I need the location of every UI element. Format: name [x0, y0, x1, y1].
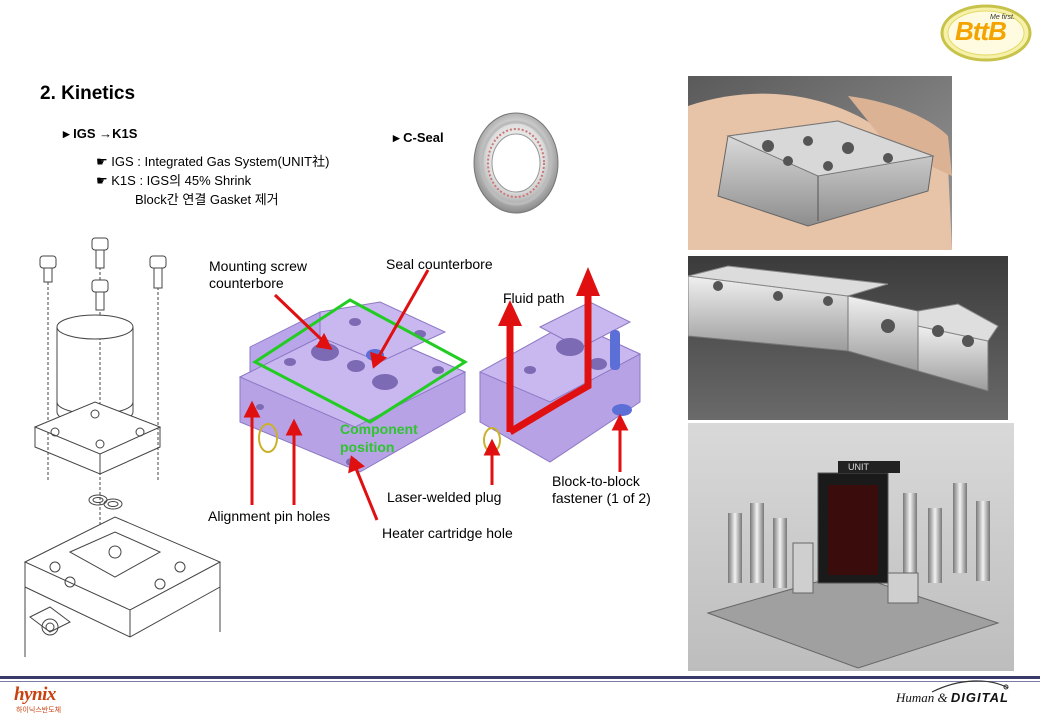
label-component-position: Component position	[340, 420, 418, 456]
label-component-line2: position	[340, 439, 395, 455]
label-fastener-line1: Block-to-block	[552, 473, 640, 489]
photo-handheld-block	[688, 76, 952, 250]
note-igs: ☛ IGS : Integrated Gas System(UNIT社)	[96, 154, 330, 169]
note-k1s: ☛ K1S : IGS의 45% Shrink	[96, 173, 252, 188]
swoosh-icon	[931, 680, 1009, 693]
label-mounting-screw-line2: counterbore	[209, 275, 284, 291]
label-alignment-pin: Alignment pin holes	[208, 508, 331, 524]
label-laser-plug: Laser-welded plug	[387, 489, 502, 505]
human-text: Human	[896, 690, 935, 705]
label-heater-hole: Heater cartridge hole	[382, 525, 513, 541]
c-seal-image	[470, 108, 562, 218]
label-component-line1: Component	[340, 421, 418, 437]
label-fastener-line2: fastener (1 of 2)	[552, 490, 651, 506]
bullet-cseal: ▸ C-Seal	[393, 130, 444, 145]
digital-text: DIGITAL	[950, 690, 1009, 705]
human-digital-logo: Human & DIGITAL	[896, 690, 1009, 706]
label-fluid-path: Fluid path	[503, 290, 565, 306]
label-seal-counterbore: Seal counterbore	[386, 256, 493, 272]
label-mounting-screw: Mounting screw counterbore	[209, 258, 307, 292]
bttb-logo-graphic	[940, 4, 1032, 62]
hynix-logo: hynix	[14, 684, 56, 705]
bullet-igs: ▸ IGS →K1S	[63, 126, 138, 141]
bttb-logo: BttB Me first.	[940, 4, 1032, 62]
photo-igs-assembly: UNIT	[688, 423, 1014, 671]
footer-rule	[0, 676, 1040, 679]
callout-arrows	[243, 269, 629, 521]
exploded-assembly-drawing	[10, 232, 242, 662]
amp-text: &	[937, 690, 948, 705]
svg-text:UNIT: UNIT	[848, 462, 869, 472]
block-diagram	[230, 262, 660, 482]
logo-text: BttB	[955, 16, 1007, 46]
page-title: 2. Kinetics	[40, 83, 136, 104]
photo-block-row	[688, 256, 1008, 420]
label-block-fastener: Block-to-block fastener (1 of 2)	[552, 473, 651, 507]
label-mounting-screw-line1: Mounting screw	[209, 258, 308, 274]
hynix-subtitle: 하이닉스반도체	[16, 706, 62, 714]
logo-tagline: Me first.	[990, 14, 1015, 21]
note-block: Block간 연결 Gasket 제거	[135, 192, 279, 207]
footer-rule-thin	[0, 681, 1040, 682]
